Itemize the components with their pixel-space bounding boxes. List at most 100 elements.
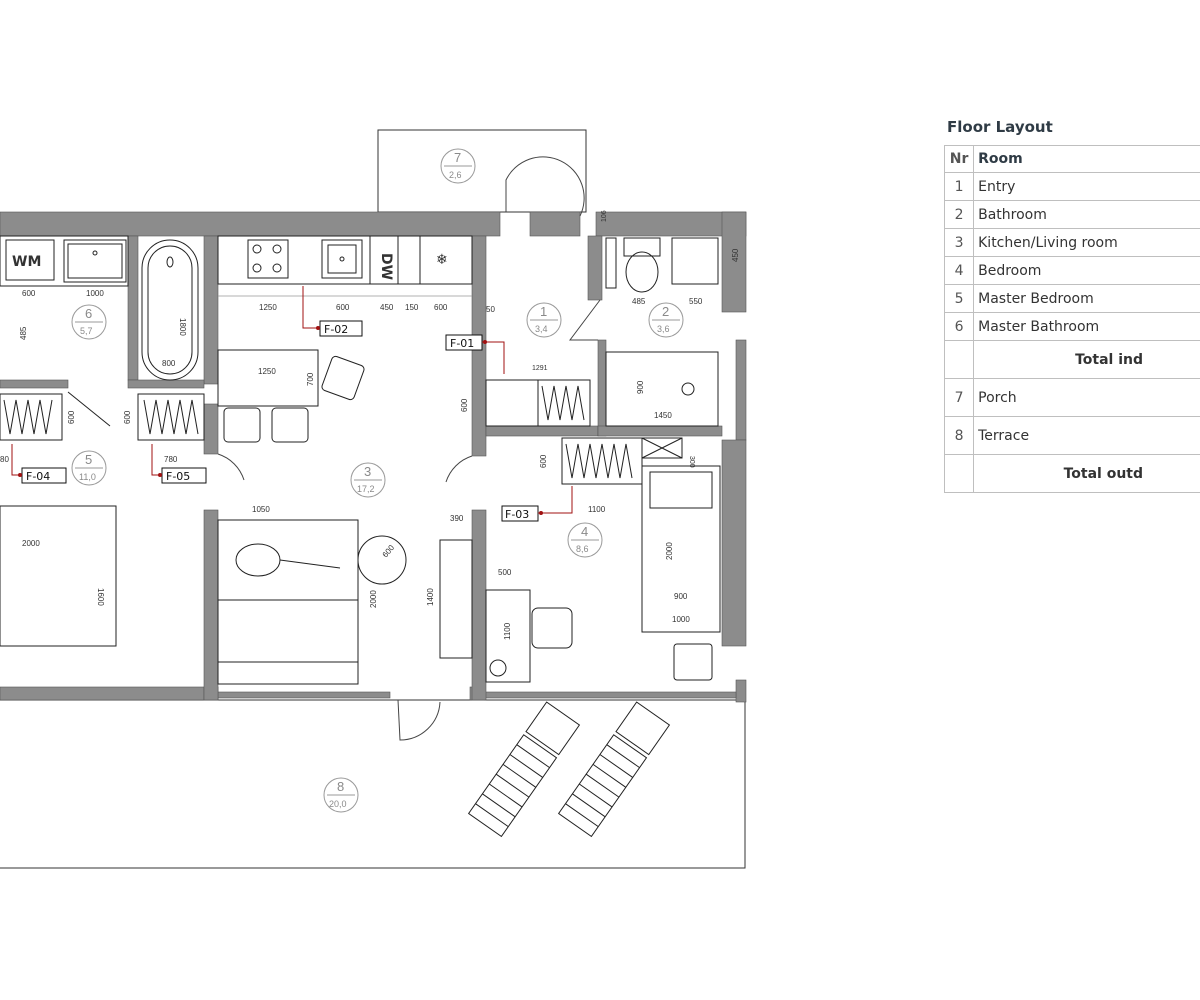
toilet	[625, 251, 659, 293]
dimension-label: 450	[731, 248, 740, 262]
dimension-label: 2000	[369, 590, 378, 608]
room-number: 1	[540, 304, 547, 319]
tag-f02: F-02	[302, 286, 363, 337]
dimension-label: 1291	[532, 365, 548, 372]
tag-f04: F-04	[11, 444, 67, 484]
row-room: Master Bathroom	[973, 312, 1200, 341]
dimension-label: 450	[380, 303, 394, 312]
dimension-label: 150	[405, 303, 419, 312]
finish-tags: F-01 F-02 F-03 F-04 F-05	[11, 286, 573, 522]
dimension-label: 1450	[654, 411, 672, 420]
dimension-label: 600	[22, 289, 36, 298]
dimension-label: 106	[601, 210, 608, 222]
bedroom-door	[445, 455, 473, 483]
single-bed	[641, 465, 721, 633]
coffee-table	[357, 535, 407, 585]
dimension-label: 1100	[588, 505, 606, 514]
burner-icon	[272, 263, 282, 273]
room-number: 4	[581, 524, 588, 539]
kitchen-sink	[321, 239, 363, 279]
row-nr: 7	[943, 378, 975, 417]
burner-icon	[252, 263, 262, 273]
row-nr	[943, 340, 975, 379]
dimension-label: 1800	[178, 318, 187, 336]
dimension-label: 600	[67, 410, 76, 424]
room-area: 8,6	[576, 544, 589, 554]
row-nr: 3	[943, 228, 975, 257]
row-nr: 8	[943, 416, 975, 455]
chair	[271, 407, 309, 443]
dimension-label: 600	[381, 543, 397, 559]
tag-label: F-01	[450, 337, 474, 350]
desk-chair	[531, 607, 573, 649]
wardrobe-bedroom	[561, 437, 643, 485]
washing-machine-label: WM	[12, 254, 41, 270]
legend-title: Floor Layout	[947, 118, 1053, 136]
header-nr: Nr	[943, 145, 975, 173]
cooktop	[247, 239, 289, 279]
dimension-label: 1000	[86, 289, 104, 298]
dimension-label: 900	[636, 380, 645, 394]
porch-outline	[377, 129, 587, 213]
shower	[605, 351, 719, 427]
dimension-label: 900	[674, 592, 688, 601]
row-room: Terrace	[973, 416, 1200, 455]
room-marker-4: 4 8,6	[567, 522, 603, 558]
master-door	[217, 453, 245, 481]
dimension-label: 1250	[258, 367, 276, 376]
dimension-label: 780	[164, 455, 178, 464]
dimension-label: 485	[19, 326, 28, 340]
table-row: 7 Porch	[943, 378, 1200, 417]
dimension-label: 600	[336, 303, 350, 312]
dimension-label: 600	[460, 398, 469, 412]
room-area: 11,0	[79, 472, 96, 482]
tag-label: F-04	[26, 470, 50, 483]
sun-lounger	[467, 701, 581, 838]
dimension-label: 1400	[426, 588, 435, 606]
room-area: 20,0	[329, 799, 347, 809]
tag-f01: F-01	[445, 334, 505, 374]
person-icon	[235, 543, 281, 577]
dimension-label: 500	[498, 568, 512, 577]
dimension-label: 800	[162, 359, 176, 368]
dimension-label: 2000	[665, 542, 674, 560]
row-room: Bedroom	[973, 256, 1200, 285]
table-row: 5 Master Bedroom	[943, 284, 1200, 313]
wardrobe-master-2	[137, 393, 205, 441]
tag-label: F-02	[324, 323, 348, 336]
washing-machine	[5, 239, 55, 281]
dimension-label: 700	[306, 372, 315, 386]
chair	[223, 407, 261, 443]
bathroom-counter	[0, 235, 129, 287]
room-area: 2,6	[449, 170, 462, 180]
dimension-label: 1000	[672, 615, 690, 624]
room-number: 7	[454, 150, 461, 165]
table-row: 3 Kitchen/Living room	[943, 228, 1200, 257]
room-number: 5	[85, 452, 92, 467]
chair	[321, 355, 365, 401]
row-room: Porch	[973, 378, 1200, 417]
freezer-icon: ❄	[436, 252, 448, 268]
bathroom-door	[569, 299, 601, 341]
row-nr: 1	[943, 172, 975, 201]
room-marker-7: 7 2,6	[440, 148, 476, 184]
dimension-label: 50	[486, 305, 495, 314]
dimension-label: 80	[0, 455, 9, 464]
terrace-door	[397, 699, 441, 741]
room-number: 3	[364, 464, 371, 479]
room-marker-2: 2 3,6	[648, 302, 684, 338]
row-nr: 2	[943, 200, 975, 229]
kitchen-counter	[217, 235, 473, 285]
wardrobe-master	[0, 393, 63, 441]
dishwasher-label: DW	[378, 253, 394, 280]
total-outdoor-row: Total outd	[943, 454, 1200, 493]
double-bed	[0, 505, 117, 647]
walls	[0, 211, 747, 703]
table-row: 8 Terrace	[943, 416, 1200, 455]
burner-icon	[252, 244, 262, 254]
nightstand	[673, 643, 713, 681]
room-marker-8: 8 20,0	[323, 777, 359, 813]
row-room: Bathroom	[973, 200, 1200, 229]
dining-table	[217, 349, 319, 407]
